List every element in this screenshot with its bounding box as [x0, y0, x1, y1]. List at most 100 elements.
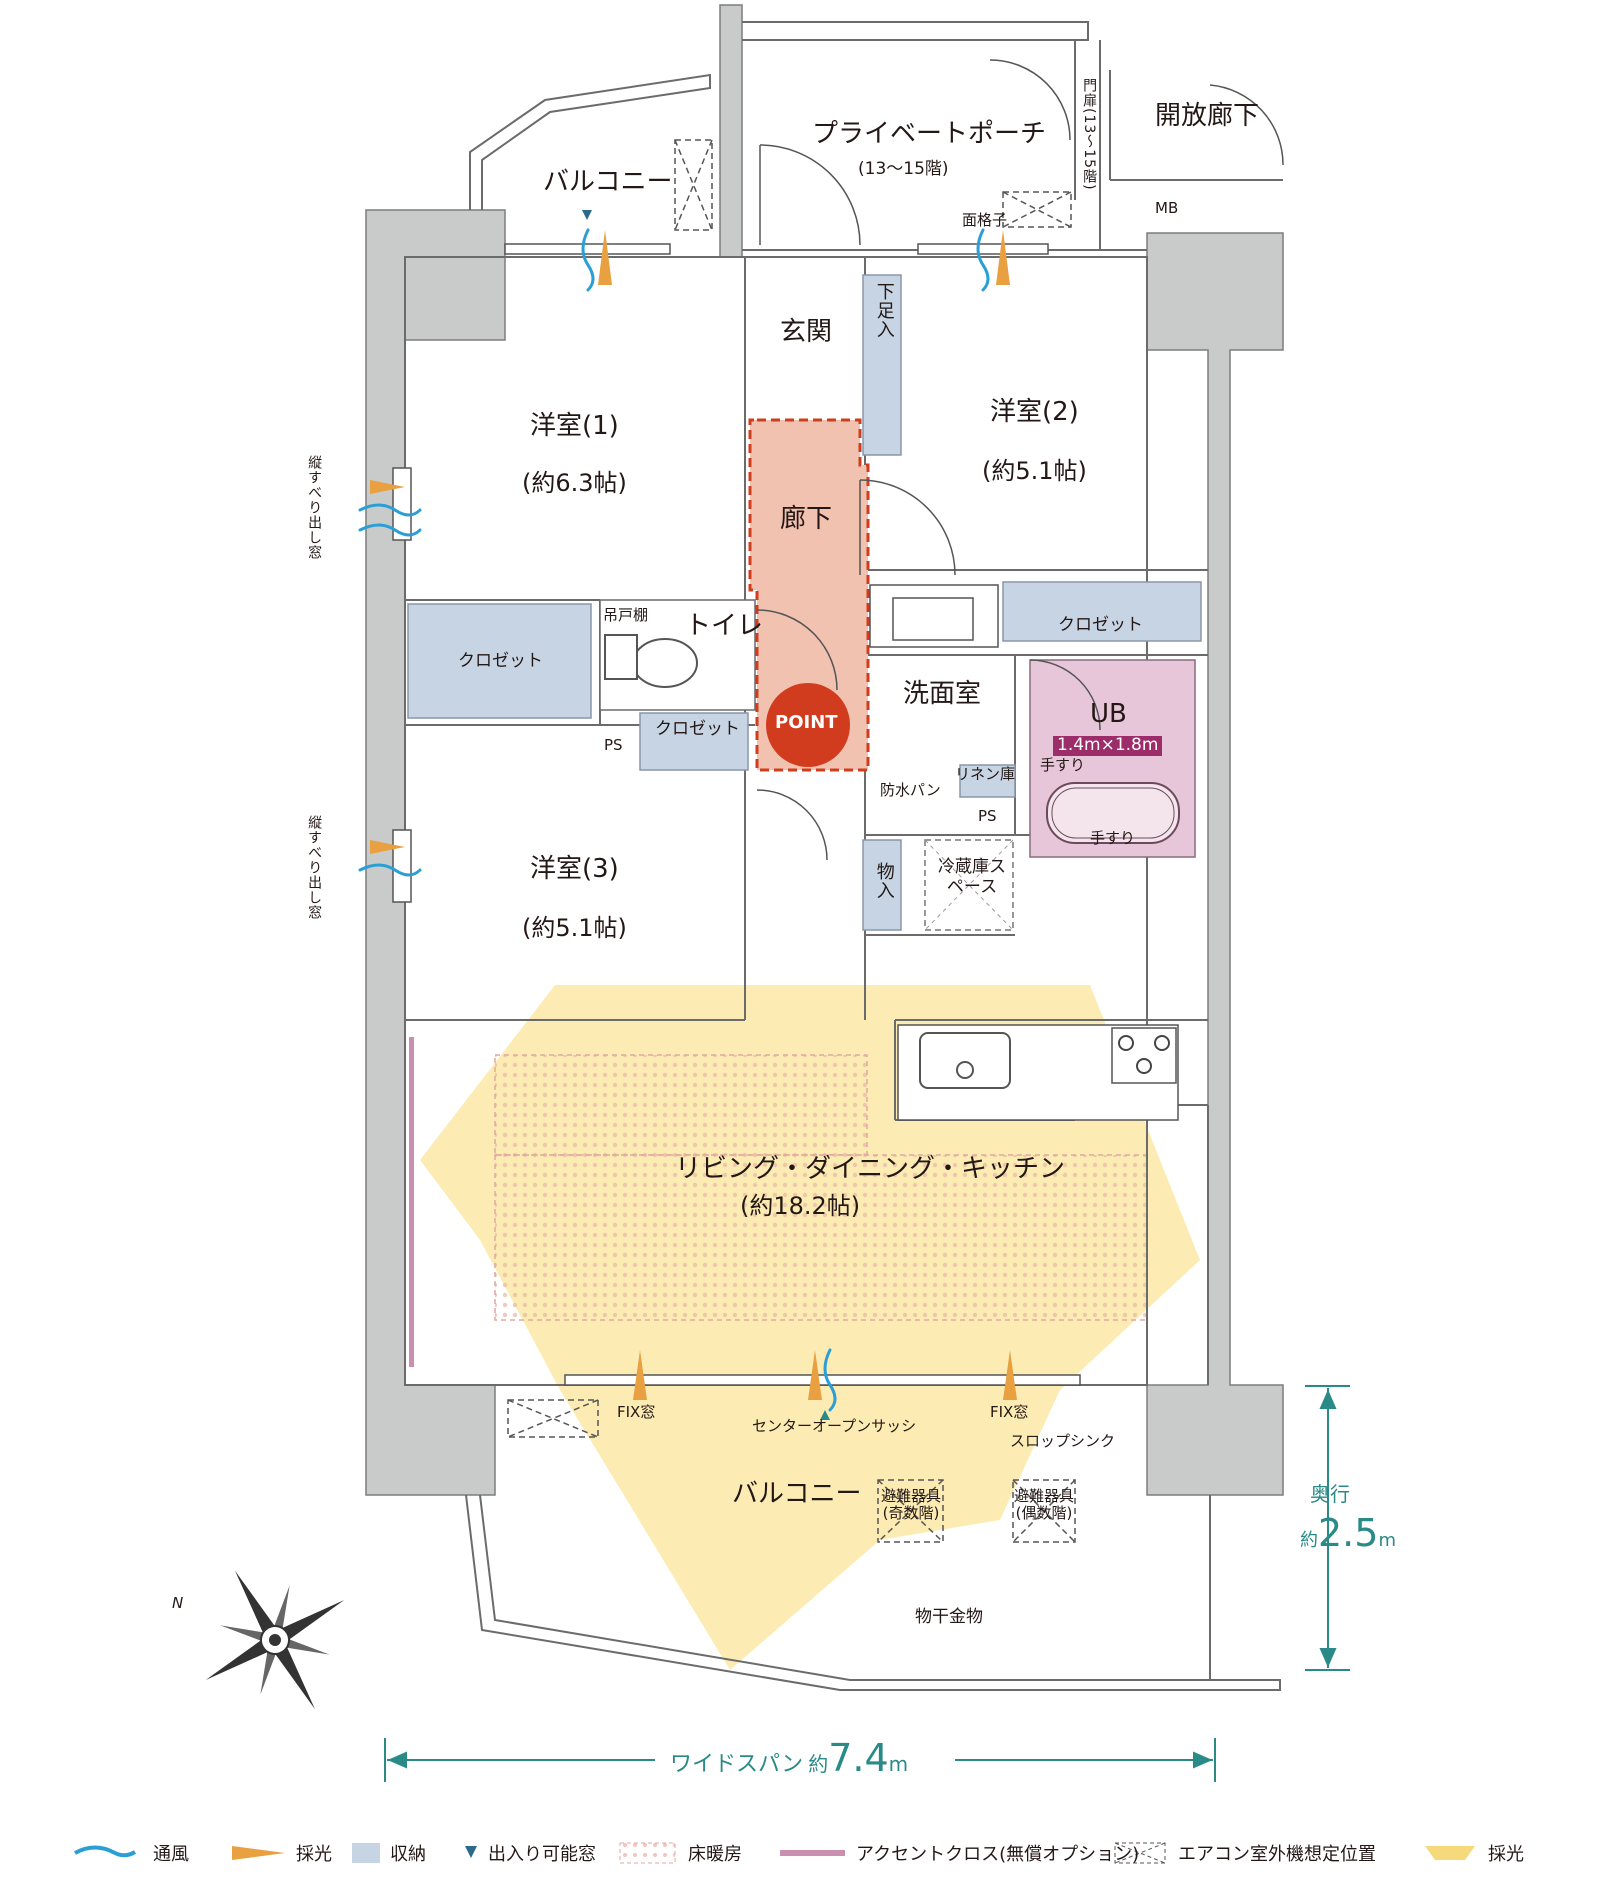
toilet-label: トイレ	[685, 611, 764, 641]
light-markers	[370, 230, 1017, 1400]
access-marker-bottom	[820, 1410, 830, 1420]
washroom-label: 洗面室	[903, 679, 982, 709]
legend-label-sunlight: 採光	[1488, 1844, 1524, 1865]
top-balcony-rail	[469, 73, 711, 210]
bed1-area: (約6.3帖)	[522, 469, 627, 497]
fridge-space	[924, 839, 1014, 931]
wind-markers	[358, 228, 990, 1412]
depth-value-group: 約2.5m	[1300, 1511, 1396, 1556]
closet-2-label: クロゼット	[655, 719, 740, 739]
bed1-name: 洋室(1)	[530, 411, 619, 441]
span-unit: m	[888, 1752, 909, 1776]
legend-item-wind: 通風	[145, 1835, 189, 1871]
span-prefix: 約	[808, 1752, 829, 1776]
span-value-group: ワイドスパン 約7.4m	[670, 1736, 909, 1781]
floor-heating-area	[494, 1054, 868, 1156]
slop-sink-label: スロップシンク	[1010, 1432, 1116, 1450]
fridge-label: 冷蔵庫スペース	[938, 857, 1006, 897]
evac-odd-label: 避難器具(奇数階)	[880, 1487, 941, 1523]
balcony-bottom-label: バルコニー	[732, 1479, 862, 1509]
floor-heating-area-2	[494, 1154, 1148, 1321]
balcony-top-label: バルコニー	[543, 167, 673, 197]
porch-label: プライベートポーチ	[812, 119, 1047, 149]
depth-label: 奥行	[1310, 1482, 1350, 1506]
entrance-label: 玄関	[780, 317, 833, 347]
ub-label: UB	[1090, 699, 1127, 729]
doors	[756, 59, 1284, 861]
fix-window-right: FIX窓	[990, 1403, 1029, 1421]
ldk-area: (約18.2帖)	[740, 1192, 861, 1220]
waterproof-pan-label: 防水パン	[880, 781, 941, 799]
closet-1-label: クロゼット	[458, 651, 543, 671]
accent-cloth-icon	[780, 1850, 845, 1856]
linen-label: リネン庫	[955, 765, 1016, 783]
center-sash-label: センターオープンサッシ	[752, 1417, 917, 1435]
compass-n-label: N	[172, 1594, 184, 1612]
shoe-storage-label: 下足入	[873, 282, 895, 339]
legend-item-access-window: 出入り可能窓	[480, 1835, 596, 1871]
legend-label-access-window: 出入り可能窓	[488, 1844, 596, 1865]
legend-label-light: 採光	[296, 1844, 332, 1865]
point-badge-circle	[766, 683, 850, 767]
window-side-label-1: 縦すべり出し窓	[306, 455, 323, 560]
lattice-label: 面格子	[962, 211, 1008, 229]
open-corridor-label: 開放廊下	[1155, 101, 1260, 131]
windows	[392, 243, 1081, 1386]
access-marker-top	[582, 210, 592, 220]
legend: 通風 採光 収納 出入り可能窓 床暖房 アクセントクロス(無償オプション) エア…	[70, 1835, 1550, 1871]
evac-even-label: 避難器具(偶数階)	[1013, 1487, 1074, 1523]
porch-outline	[742, 21, 1089, 41]
hanging-shelf-label: 吊戸棚	[603, 606, 649, 624]
mb-label: MB	[1155, 199, 1179, 217]
handrail-2-label: 手すり	[1090, 829, 1136, 847]
bed2-name: 洋室(2)	[990, 397, 1079, 427]
porch-floors: (13〜15階)	[858, 159, 949, 179]
depth-value: 2.5	[1318, 1511, 1379, 1555]
stove	[1111, 1027, 1177, 1084]
accent-cloth	[409, 1037, 414, 1367]
legend-item-sunlight: 採光	[1480, 1835, 1524, 1871]
legend-label-accent-cloth: アクセントクロス(無償オプション)	[856, 1844, 1140, 1865]
legend-label-ac-unit: エアコン室外機想定位置	[1178, 1844, 1376, 1865]
drying-label: 物干金物	[915, 1607, 983, 1627]
legend-icons	[74, 1842, 1475, 1864]
ac-unit-icon	[1114, 1842, 1166, 1864]
toilet-bowl	[632, 638, 698, 688]
access-window-icon	[465, 1846, 477, 1858]
kitchen-sink	[919, 1032, 1011, 1089]
legend-label-floor-heating: 床暖房	[688, 1844, 742, 1865]
compass-icon	[205, 1570, 345, 1710]
legend-label-wind: 通風	[153, 1844, 189, 1865]
span-value: 7.4	[828, 1736, 889, 1780]
legend-item-storage: 収納	[382, 1835, 426, 1871]
window-side-label-2: 縦すべり出し窓	[306, 815, 323, 920]
hallway-floor	[748, 418, 870, 772]
point-badge: POINT	[775, 712, 838, 733]
ac-units	[507, 139, 1076, 1543]
depth-unit: m	[1378, 1530, 1396, 1551]
legend-item-ac-unit: エアコン室外機想定位置	[1170, 1835, 1376, 1871]
ps-1-label: PS	[604, 736, 623, 754]
bathtub	[1046, 782, 1180, 844]
legend-item-floor-heating: 床暖房	[680, 1835, 742, 1871]
closet-3-label: クロゼット	[1058, 615, 1143, 635]
depth-dimension	[1305, 1385, 1350, 1671]
bottom-balcony-rail	[465, 1494, 1281, 1691]
handrail-1-label: 手すり	[1040, 756, 1086, 774]
ldk-name: リビング・ダイニング・キッチン	[675, 1154, 1066, 1184]
storage-icon	[352, 1843, 380, 1863]
bed3-area: (約5.1帖)	[522, 914, 627, 942]
wind-icon	[74, 1845, 137, 1858]
ub-size-label: 1.4m×1.8m	[1053, 735, 1163, 756]
gate-label: 門扉(13〜15階)	[1081, 78, 1098, 191]
span-label: ワイドスパン	[670, 1752, 804, 1777]
depth-prefix: 約	[1300, 1530, 1318, 1551]
storage-areas	[407, 274, 1202, 931]
legend-label-storage: 収納	[390, 1844, 426, 1865]
bed2-area: (約5.1帖)	[982, 457, 1087, 485]
hallway-label: 廊下	[780, 504, 833, 534]
light-icon	[232, 1846, 285, 1860]
bed3-name: 洋室(3)	[530, 854, 619, 884]
floor-heating-icon	[619, 1842, 676, 1864]
